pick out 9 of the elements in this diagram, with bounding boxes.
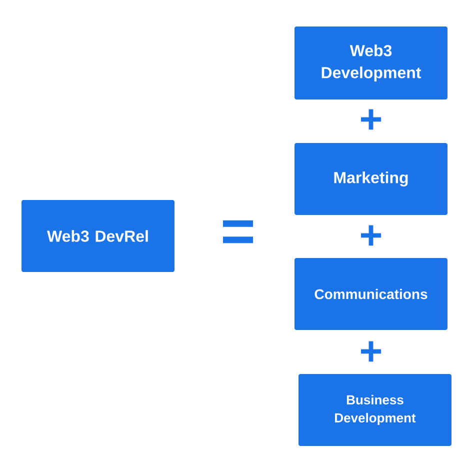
equals-sign: =: [222, 220, 254, 244]
text-box: Business Development: [298, 374, 452, 446]
text-box: Marketing: [294, 143, 448, 215]
text-box: Communications: [294, 258, 448, 330]
text-box: Web3 Development: [294, 26, 448, 100]
plus-sign: +: [361, 225, 382, 246]
text-box: Web3 DevRel: [22, 200, 174, 272]
plus-sign: +: [361, 109, 382, 130]
plus-sign: +: [361, 341, 382, 362]
